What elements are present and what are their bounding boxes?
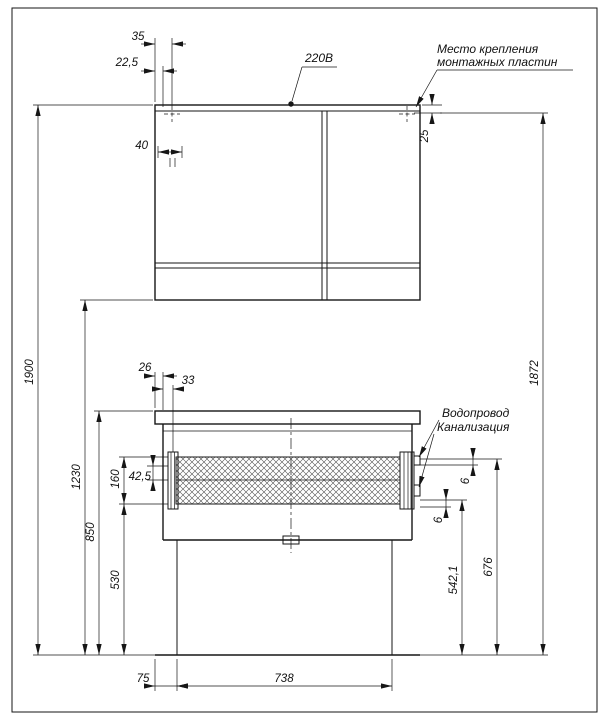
dim-6-sewer: 6 bbox=[433, 516, 445, 523]
mounting-label-line2: монтажных пластин bbox=[437, 55, 558, 69]
dim-1230: 1230 bbox=[71, 464, 83, 490]
dimension-labels: 1900 1230 850 160 530 42,5 35 22,5 40 25… bbox=[24, 31, 541, 685]
mirror-cabinet-outline bbox=[154, 104, 421, 301]
mounting-plate-mark-left bbox=[164, 106, 180, 122]
dim-676: 676 bbox=[483, 557, 495, 577]
mounting-label-line1: Место крепления bbox=[437, 42, 539, 56]
dim-42-5: 42,5 bbox=[129, 471, 152, 483]
sewer-label: Канализация bbox=[437, 420, 510, 434]
dim-33: 33 bbox=[182, 375, 195, 387]
sewer-callout: Канализация bbox=[418, 420, 510, 488]
mounting-plate-mark-right bbox=[399, 106, 415, 122]
vanity-cabinet-outline bbox=[154, 410, 421, 655]
water-pipe-stub bbox=[413, 455, 421, 466]
dim-6-water: 6 bbox=[460, 477, 472, 484]
dimension-lines bbox=[35, 41, 546, 689]
utilities-hatch-zone bbox=[167, 451, 421, 510]
water-callout: Водопровод bbox=[418, 406, 510, 458]
dim-1900: 1900 bbox=[24, 359, 36, 385]
callouts: 220В Место крепления монтажных пластин В… bbox=[288, 42, 573, 488]
power-callout: 220В bbox=[288, 51, 337, 107]
extension-lines bbox=[33, 38, 548, 691]
dim-738: 738 bbox=[274, 673, 294, 685]
dim-25: 25 bbox=[419, 129, 431, 143]
dim-26: 26 bbox=[138, 362, 152, 374]
dim-530: 530 bbox=[110, 570, 122, 590]
dim-22-5: 22,5 bbox=[115, 57, 139, 69]
dim-40: 40 bbox=[135, 140, 148, 152]
dim-542-1: 542,1 bbox=[448, 566, 460, 595]
water-label: Водопровод bbox=[442, 406, 510, 420]
sewer-pipe-stub bbox=[413, 484, 421, 497]
power-point-icon bbox=[288, 101, 294, 107]
dim-35: 35 bbox=[132, 31, 145, 43]
drawing-frame bbox=[11, 7, 598, 713]
dim-75: 75 bbox=[137, 673, 150, 685]
right-bracket bbox=[399, 451, 415, 510]
dim-160: 160 bbox=[110, 469, 122, 489]
dim-850: 850 bbox=[85, 522, 97, 542]
mounting-plates-callout: Место крепления монтажных пластин bbox=[415, 42, 573, 108]
power-label: 220В bbox=[304, 51, 333, 65]
dim-1872: 1872 bbox=[529, 360, 541, 386]
